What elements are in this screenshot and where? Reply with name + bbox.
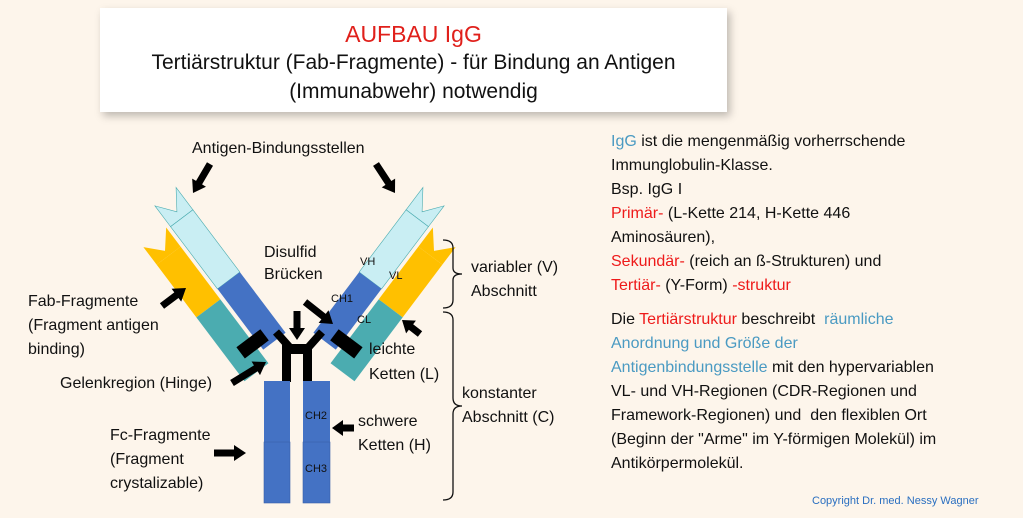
heavy-chain-label-2: Ketten (H) [358, 437, 431, 454]
struktur-term: -struktur [732, 277, 791, 294]
hinge-label: Gelenkregion (Hinge) [60, 375, 212, 392]
fab-label-2: (Fragment antigen [28, 317, 159, 334]
vl-domain [156, 246, 221, 318]
fc-label-3: crystalizable) [110, 475, 203, 492]
variable-label-2: Abschnitt [471, 283, 537, 300]
arrow-icon [332, 420, 354, 436]
hinge-region [273, 329, 325, 382]
tertiary-term: Tertiär- [611, 277, 661, 294]
arrow-icon [192, 162, 214, 193]
vh-domain [358, 209, 429, 290]
highlight-blue: Antigenbindungsstelle [611, 359, 768, 376]
fc-label-1: Fc-Fragmente [110, 427, 211, 444]
info-text-span: beschreibt [736, 311, 825, 328]
cl-domain [196, 299, 269, 382]
disulfide-bond [330, 329, 363, 359]
vh-label: VH [360, 256, 375, 268]
left-fab-arm [143, 186, 286, 382]
fc-label-2: (Fragment [110, 451, 184, 468]
info-line: Aminosäuren), [611, 229, 716, 246]
arrow-icon [289, 311, 305, 340]
ch1-domain [217, 272, 286, 350]
igg-term: IgG [611, 133, 637, 150]
info-line: VL- und VH-Regionen (CDR-Regionen und [611, 383, 917, 400]
disulfid-label-2: Brücken [264, 266, 323, 283]
ch1-label: CH1 [331, 293, 353, 305]
arrow-icon [402, 320, 423, 337]
ch2-label: CH2 [305, 410, 327, 422]
variable-label-1: variabler (V) [471, 259, 558, 276]
slide-subtitle-line1: Tertiärstruktur (Fab-Fragmente) - für Bi… [151, 51, 676, 74]
right-fab-arm [313, 186, 456, 382]
light-chain-label-1: leichte [369, 341, 415, 358]
info-text: IgG ist die mengenmäßig vorherrschende I… [611, 130, 1011, 476]
info-line: (Beginn der "Arme" im Y-förmigen Molekül… [611, 431, 937, 448]
ch3-left [263, 441, 291, 504]
vl-label: VL [389, 270, 402, 282]
info-text-span: (reich an ß-Strukturen) und [684, 253, 882, 270]
slide-title: AUFBAU IgG [345, 21, 482, 47]
info-text-span: ist die mengenmäßig vorherrschende [636, 133, 906, 150]
highlight-blue: Anordnung und Größe der [611, 335, 798, 352]
constant-label-1: konstanter [462, 385, 537, 402]
vl-tip [418, 227, 456, 265]
info-line: Bsp. IgG I [611, 181, 683, 198]
constant-label-2: Abschnitt (C) [462, 409, 554, 426]
info-text-span: (L-Kette 214, H-Kette 446 [663, 205, 851, 222]
vl-domain [378, 246, 443, 318]
arrow-icon [230, 361, 266, 386]
disulfid-label-1: Disulfid [264, 244, 316, 261]
light-chain-label-2: Ketten (L) [369, 366, 439, 383]
title-box: AUFBAU IgG Tertiärstruktur (Fab-Fragment… [100, 8, 727, 112]
ch2-right [303, 381, 330, 442]
secondary-term: Sekundär- [611, 253, 685, 270]
arrows [159, 162, 423, 461]
highlight-blue: räumliche [824, 311, 894, 328]
fab-label-3: binding) [28, 341, 85, 358]
info-line: Immunglobulin-Klasse. [611, 157, 773, 174]
slide-subtitle-line2: (Immunabwehr) notwendig [289, 80, 538, 103]
arrow-icon [373, 162, 396, 193]
ch1-domain [313, 272, 382, 350]
arrow-icon [159, 288, 186, 309]
ch2-left [264, 381, 290, 442]
info-text-span: mit den hypervariablen [767, 359, 934, 376]
arrow-icon [214, 445, 246, 461]
heavy-chain-label-1: schwere [358, 413, 418, 430]
constant-brace [442, 311, 463, 501]
info-line: Framework-Regionen) und den flexiblen Or… [611, 407, 927, 424]
disulfide-bond [236, 329, 269, 359]
antigen-sites-label: Antigen-Bindungsstellen [192, 140, 365, 157]
tertiary-structure-term: Tertiärstruktur [639, 311, 737, 328]
cl-domain [330, 299, 403, 382]
ch3-label: CH3 [305, 463, 327, 475]
cl-label: CL [357, 314, 371, 326]
info-text-span: Die [611, 311, 640, 328]
ch3-right [302, 441, 331, 504]
vl-tip [143, 227, 181, 265]
info-text-span: (Y-Form) [660, 277, 733, 294]
vh-domain [170, 209, 241, 290]
fab-label-1: Fab-Fragmente [28, 293, 138, 310]
copyright: Copyright Dr. med. Nessy Wagner [812, 495, 979, 507]
variable-brace [442, 239, 463, 309]
arrow-icon [302, 299, 333, 324]
info-line: Antikörpermolekül. [611, 455, 744, 472]
fc-stem [263, 381, 331, 504]
primary-term: Primär- [611, 205, 664, 222]
